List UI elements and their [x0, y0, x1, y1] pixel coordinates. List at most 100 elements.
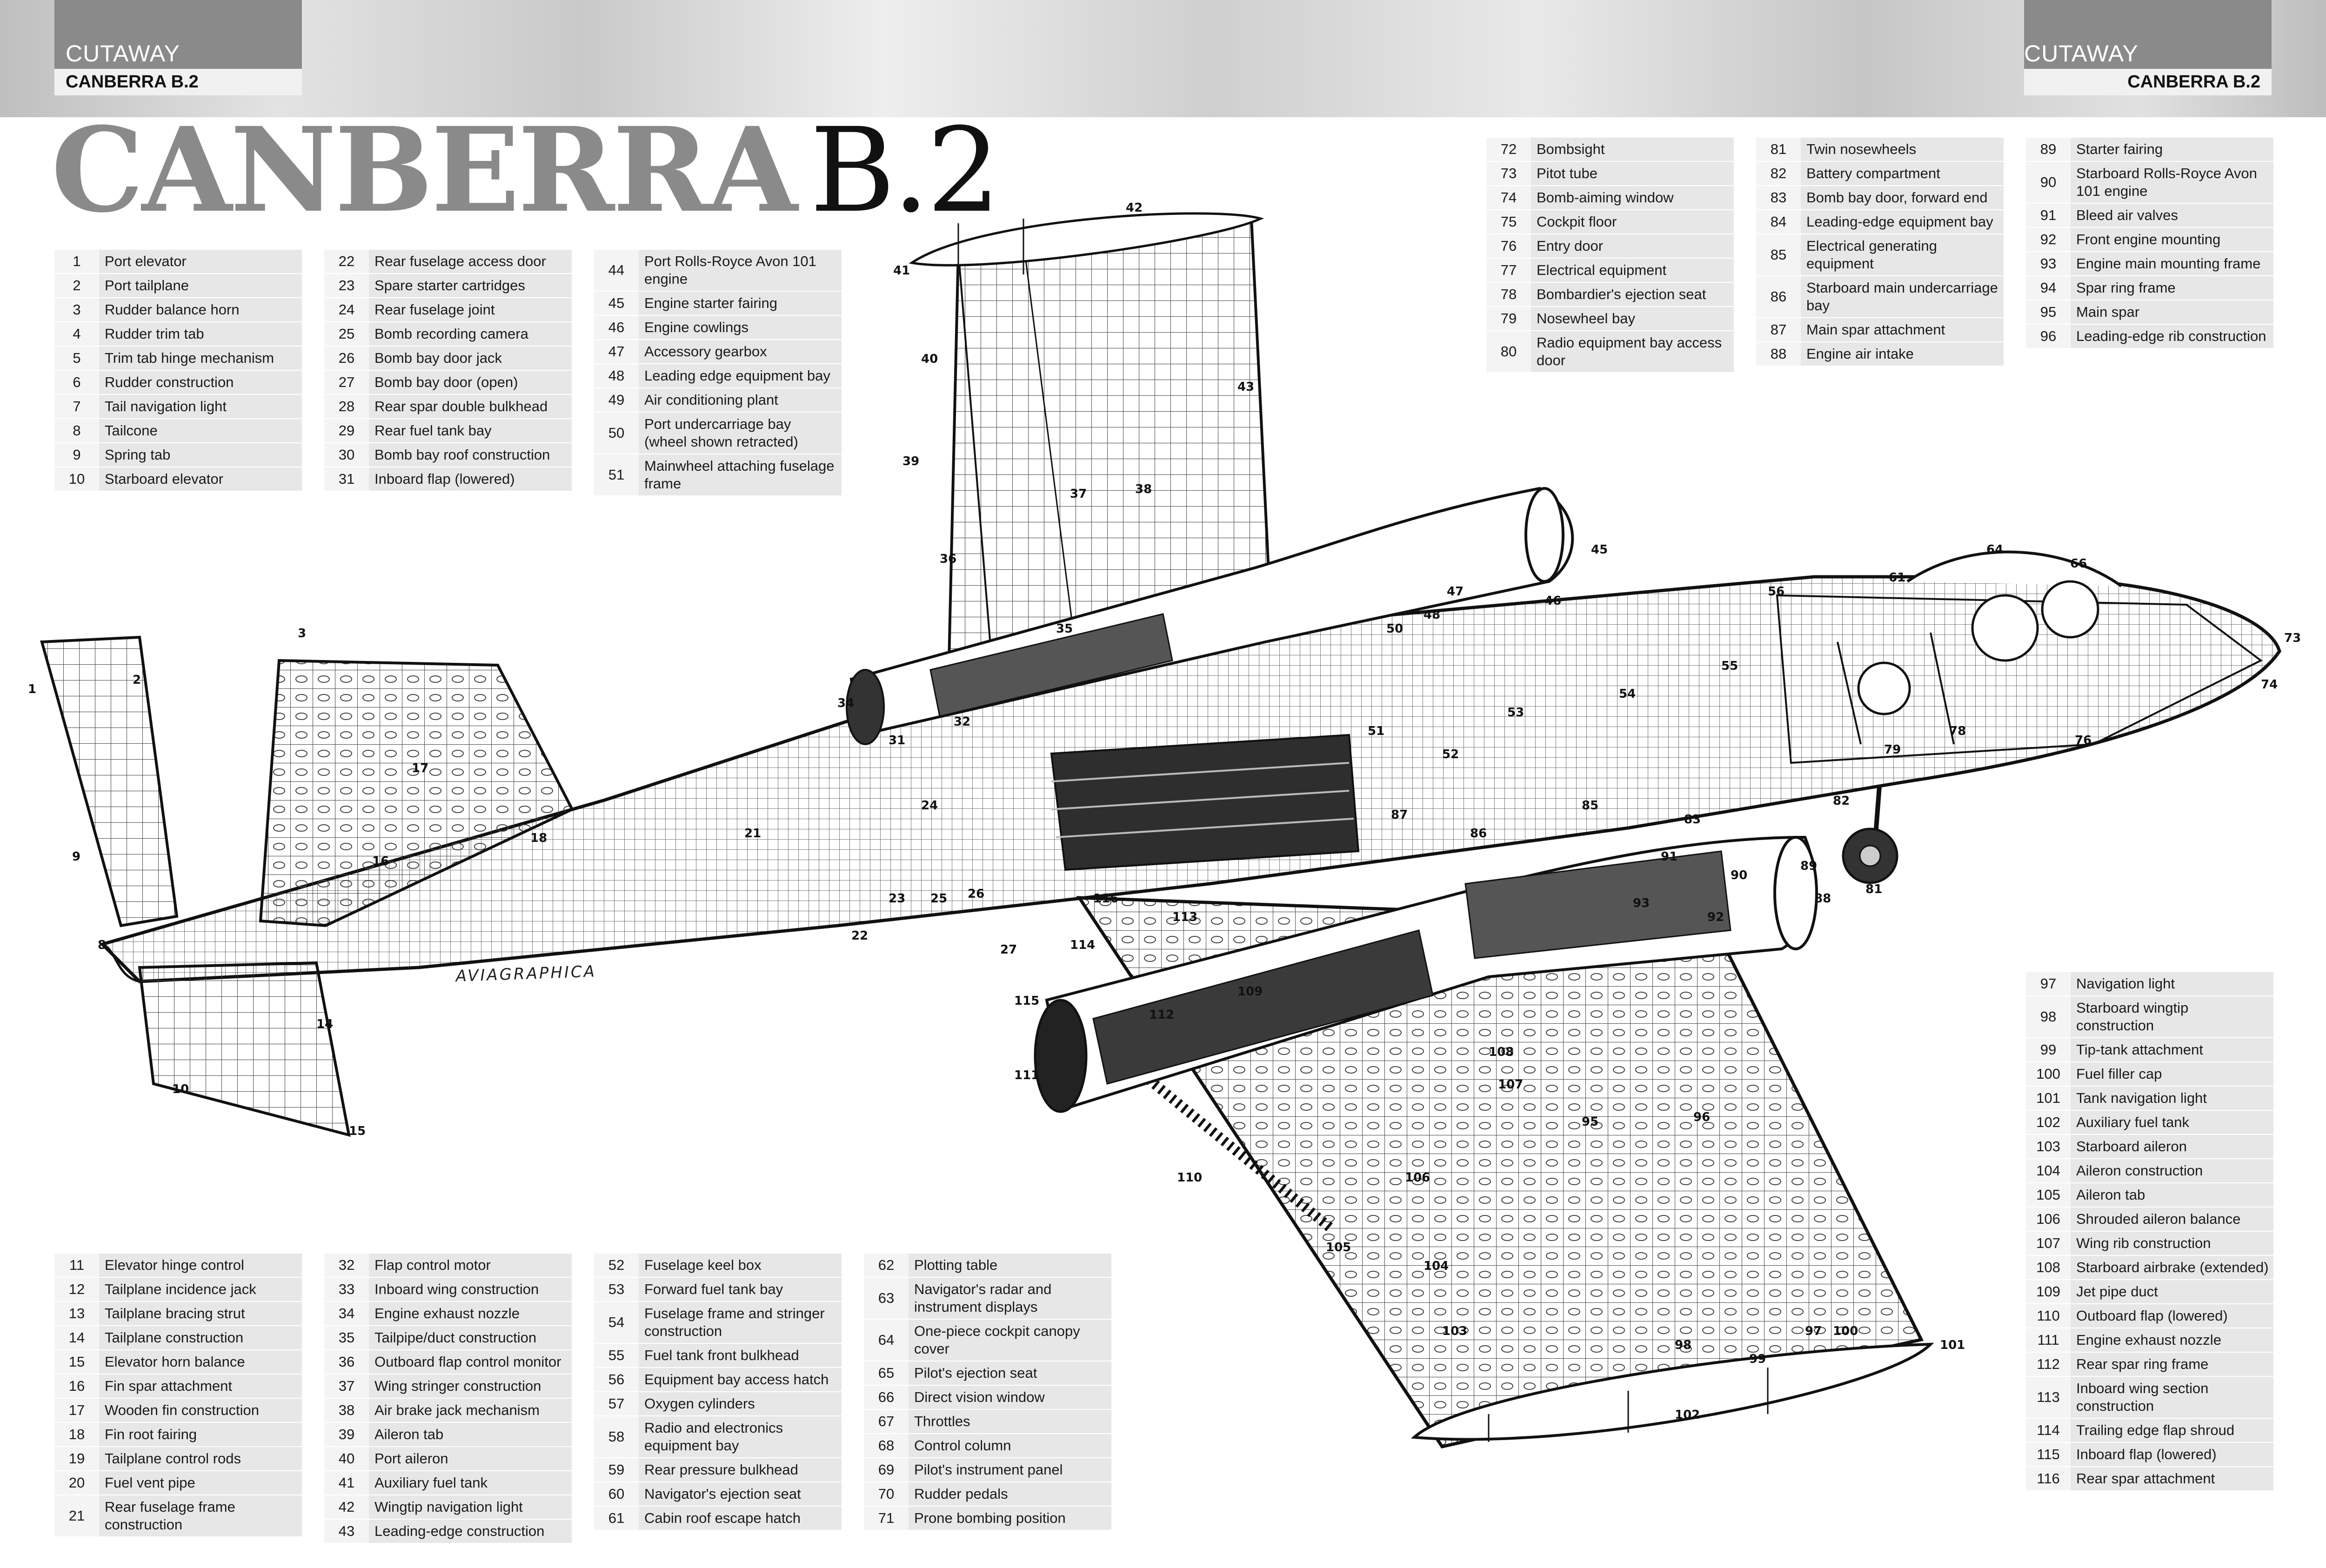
legend-number: 56 [594, 1368, 639, 1391]
legend-label: Leading-edge construction [374, 1523, 545, 1539]
legend-number: 15 [54, 1350, 99, 1374]
legend-number: 11 [54, 1254, 99, 1277]
legend-number: 50 [594, 413, 639, 454]
legend-label: Port elevator [105, 253, 187, 269]
callout-label: 21 [744, 827, 761, 841]
callout-label: 50 [1386, 622, 1403, 636]
legend-label: Tailplane construction [105, 1329, 244, 1346]
callout-label: 95 [1582, 1115, 1598, 1129]
legend-label: Air conditioning plant [644, 392, 778, 408]
callout-label: 18 [530, 831, 547, 845]
legend-label: Port tailplane [105, 277, 189, 294]
legend-label: Wing rib construction [2076, 1235, 2211, 1251]
callout-label: 14 [316, 1017, 333, 1031]
legend-number: 51 [594, 454, 639, 495]
legend-row: 104 Aileron construction [2026, 1159, 2273, 1183]
legend-label: Navigator's ejection seat [644, 1486, 801, 1502]
callout-label: 90 [1731, 868, 1747, 882]
legend-label: Inboard wing section construction [2076, 1380, 2209, 1414]
legend-number: 104 [2026, 1159, 2071, 1182]
legend-number: 68 [864, 1434, 909, 1457]
legend-number: 111 [2026, 1328, 2071, 1352]
legend-label: Bomb-aiming window [1537, 189, 1674, 206]
legend-label: Pilot's ejection seat [914, 1365, 1037, 1381]
callout-label: 53 [1507, 706, 1524, 720]
legend-label: Spring tab [105, 447, 171, 463]
legend-number: 23 [324, 274, 369, 297]
legend-label: Radio equipment bay access door [1537, 334, 1722, 368]
legend-label: Aileron tab [2076, 1187, 2146, 1203]
callout-label: 104 [1424, 1259, 1449, 1273]
callout-label: 96 [1693, 1110, 1710, 1124]
legend-label: Outboard flap (lowered) [2076, 1308, 2228, 1324]
legend-number: 32 [324, 1254, 369, 1277]
legend-number: 71 [864, 1507, 909, 1530]
legend-number: 82 [1756, 162, 1801, 185]
legend-number: 45 [594, 292, 639, 315]
callout-label: 40 [921, 352, 938, 366]
page-title-sub: B.2 [809, 103, 1001, 238]
legend-label: Rudder balance horn [105, 301, 240, 318]
callout-label: 93 [1633, 896, 1650, 910]
legend-label: Rear pressure bulkhead [644, 1461, 798, 1478]
legend-label: Engine main mounting frame [2076, 255, 2261, 272]
callout-label: 26 [968, 887, 984, 901]
legend-label: Wooden fin construction [105, 1402, 260, 1418]
legend-label: Engine cowlings [644, 319, 749, 335]
legend-number: 105 [2026, 1183, 2071, 1207]
legend-number: 41 [324, 1471, 369, 1495]
callout-label: 103 [1442, 1324, 1467, 1338]
callout-label: 17 [412, 761, 428, 775]
legend-number: 76 [1486, 234, 1531, 258]
legend-label: Fin spar attachment [105, 1378, 232, 1394]
legend-number: 66 [864, 1386, 909, 1409]
legend-number: 94 [2026, 276, 2071, 300]
legend-label: Leading-edge equipment bay [1806, 214, 1993, 230]
callout-label: 54 [1619, 687, 1636, 701]
callout-label: 100 [1833, 1324, 1858, 1338]
legend-number: 109 [2026, 1280, 2071, 1303]
callout-label: 107 [1498, 1078, 1523, 1092]
legend-number: 70 [864, 1482, 909, 1506]
legend-label: Direct vision window [914, 1389, 1045, 1405]
section-tag-subtitle: CANBERRA B.2 [54, 69, 302, 95]
legend-label: Aileron tab [374, 1426, 444, 1442]
legend-label: Fuel vent pipe [105, 1475, 195, 1491]
legend-label: Rudder pedals [914, 1486, 1008, 1502]
legend-label: Aileron construction [2076, 1162, 2203, 1179]
legend-label: Port aileron [374, 1450, 448, 1467]
legend-label: Engine exhaust nozzle [374, 1305, 520, 1321]
callout-label: 55 [1721, 659, 1738, 673]
legend-number: 31 [324, 467, 369, 491]
callout-label: 64 [1986, 543, 2003, 557]
legend-number: 62 [864, 1254, 909, 1277]
legend-label: Starboard elevator [105, 471, 224, 487]
legend-label: Bombsight [1537, 141, 1605, 157]
legend-number: 44 [594, 250, 639, 291]
callout-label: 42 [1126, 201, 1143, 215]
legend-number: 55 [594, 1344, 639, 1367]
legend-label: Starboard airbrake (extended) [2076, 1259, 2269, 1275]
